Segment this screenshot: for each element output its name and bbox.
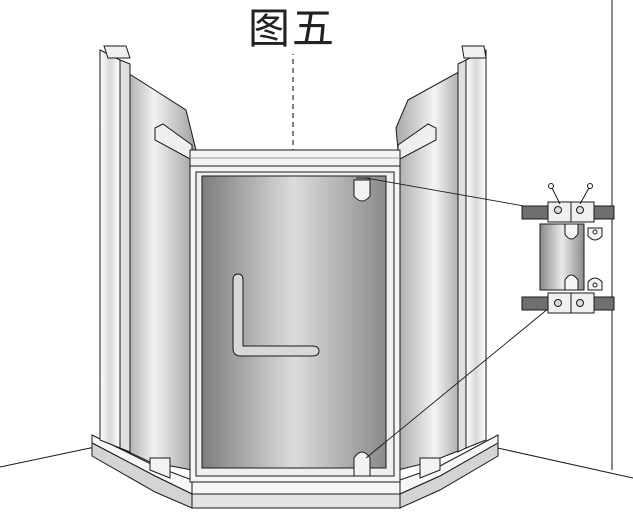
screw-left-icon: [548, 183, 562, 214]
top-header-frame: [189, 149, 401, 167]
door-handle: [232, 273, 320, 357]
bottom-hinge: [353, 451, 371, 477]
hinge-detail: [521, 183, 615, 314]
screw-right-icon: [576, 183, 593, 214]
door-panel: [201, 175, 387, 469]
top-hinge: [353, 177, 371, 202]
left-fixed-panel: [99, 45, 197, 479]
figure-title: 图五: [248, 4, 358, 54]
right-fixed-panel: [395, 45, 487, 479]
room-walls: [0, 0, 633, 479]
